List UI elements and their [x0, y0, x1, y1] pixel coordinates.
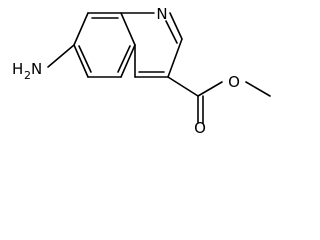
quinoline-structure: N H 2 N O O [12, 5, 271, 137]
amine-nitrogen-label: N [31, 60, 42, 78]
bond-inner-n1-c2 [165, 20, 178, 44]
bond-c6-c7 [73, 44, 89, 78]
bond-c7-c8 [73, 12, 89, 46]
bond-c3-carbonyl [167, 76, 199, 97]
structure-canvas: N H 2 N O O [12, 5, 271, 137]
bond-n1-c2 [169, 12, 183, 40]
ester-oxygen-label: O [228, 73, 240, 91]
bond-carbonyl-ester-o [197, 81, 223, 97]
ring-nitrogen-label: N [156, 5, 167, 23]
bond-inner-c4a-c5 [117, 45, 131, 73]
bond-c8a-c4a [120, 12, 136, 46]
bond-c6-amine [47, 44, 75, 68]
amine-hydrogen-label: H [12, 60, 23, 78]
carbonyl-oxygen-label: O [194, 119, 206, 137]
amine-subscript-label: 2 [24, 69, 31, 82]
bond-ester-o-methyl [245, 81, 271, 97]
bond-c4a-c5 [120, 44, 136, 78]
bond-c2-c3 [167, 38, 183, 78]
bond-inner-c6-c7 [78, 45, 92, 73]
